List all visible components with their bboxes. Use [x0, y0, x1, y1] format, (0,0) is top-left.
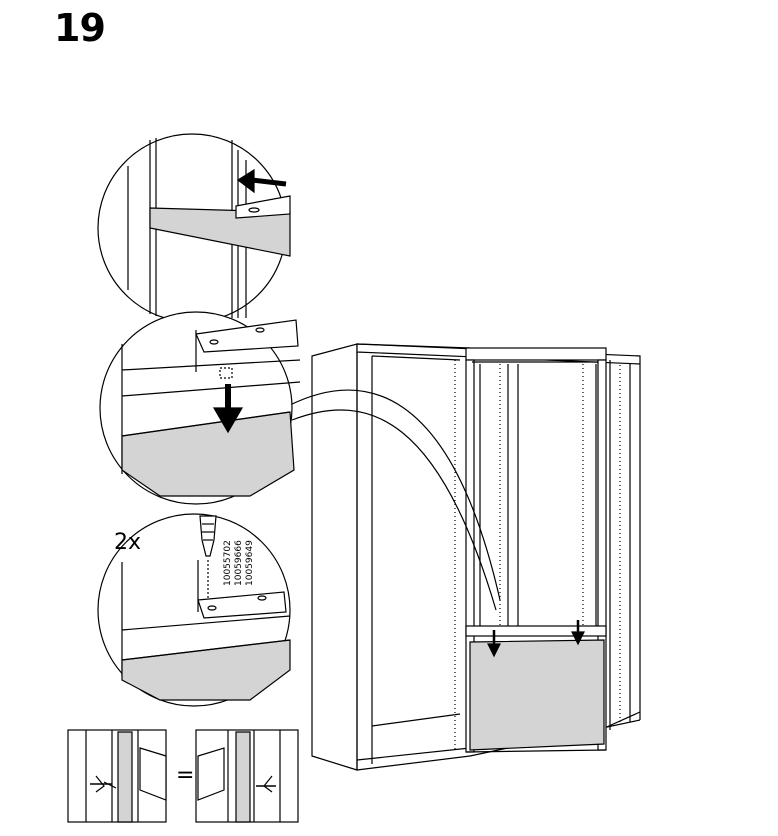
detail-box-left	[67, 729, 167, 823]
part-number-2: 10059666	[234, 540, 244, 586]
equals-sign: =	[176, 763, 194, 788]
detail-circle-1	[97, 133, 291, 323]
wardrobe-frame	[311, 343, 641, 771]
part-number-3: 10059649	[245, 540, 255, 586]
detail-box-right	[195, 729, 299, 823]
quantity-label: 2x	[114, 530, 142, 555]
part-number-1: 10055702	[223, 540, 233, 586]
sliding-door	[465, 347, 607, 753]
step-number: 19	[54, 6, 106, 50]
detail-circle-2	[99, 311, 301, 505]
detail-circle-3	[97, 513, 291, 707]
part-numbers: 10055702 10059666 10059649	[223, 540, 255, 586]
